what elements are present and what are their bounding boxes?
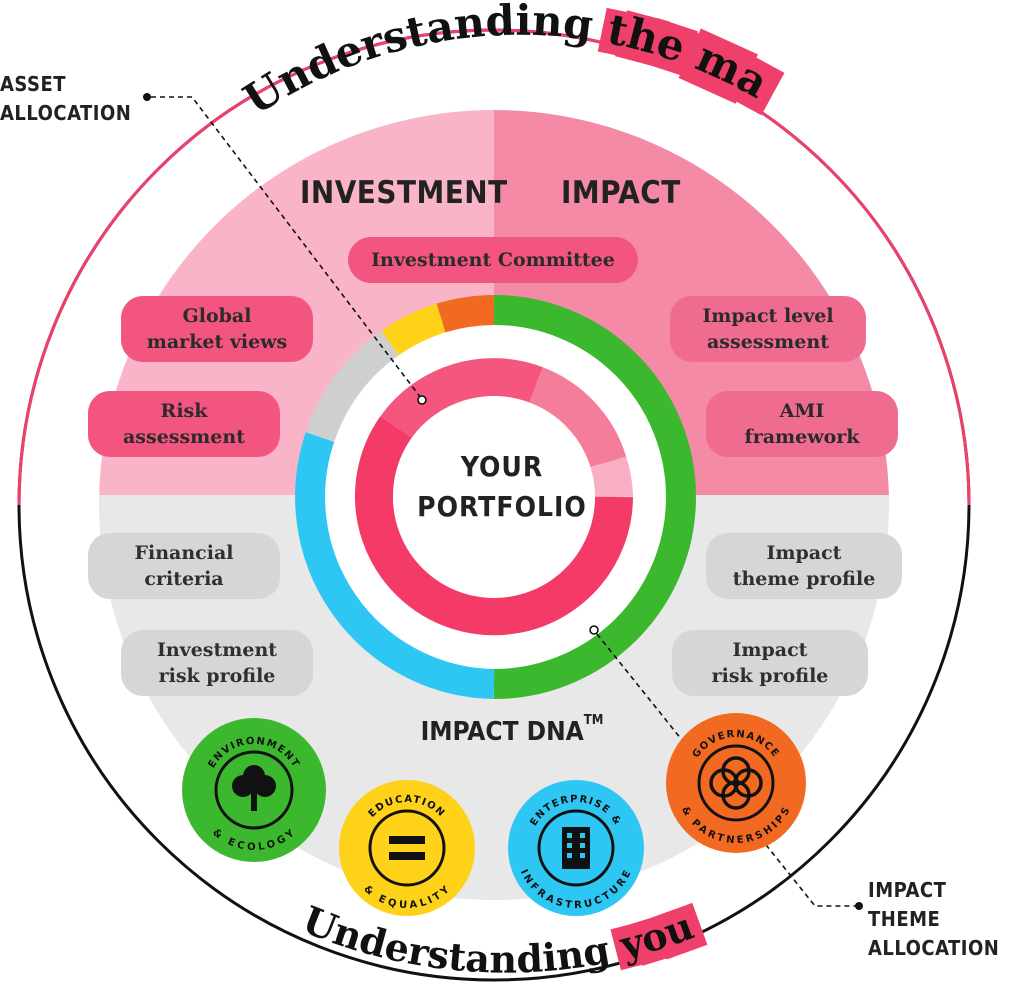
section-investment: INVESTMENT <box>300 175 508 211</box>
trademark-mark: TM <box>583 713 604 728</box>
impact-theme-allocation-label: IMPACT THEME ALLOCATION <box>868 878 1000 960</box>
badge-environment: ENVIRONMENT & ECOLOGY <box>182 718 326 862</box>
asset-allocation-label: ASSET ALLOCATION <box>0 72 132 125</box>
financial-criteria-pill: Financial criteria <box>88 533 280 599</box>
badge-education: EDUCATION & EQUALITY <box>339 780 475 916</box>
title-top-highlight <box>718 49 785 116</box>
impact-callout-end <box>589 625 599 635</box>
section-impact: IMPACT <box>561 175 681 211</box>
portfolio-label: YOUR PORTFOLIO <box>417 450 587 523</box>
impact-risk-profile-pill: Impact risk profile <box>672 630 868 696</box>
impact-dna-label: IMPACT DNATM <box>420 713 604 747</box>
title-bottom-highlight <box>651 902 708 960</box>
blue-segment <box>295 432 495 699</box>
outer-ring-accent <box>17 28 971 506</box>
green-segment <box>493 295 696 699</box>
portfolio-center <box>393 396 595 598</box>
inner-rose-segment <box>380 358 543 439</box>
orange-segment <box>436 295 495 333</box>
global-market-views-pill: Global market views <box>121 296 313 362</box>
ami-framework-pill: AMI framework <box>706 391 898 457</box>
badge-governance: GOVERNANCE & PARTNERSHIPS <box>666 713 806 853</box>
investment-committee-pill: Investment Committee <box>348 237 638 283</box>
tree-icon <box>232 765 276 811</box>
asset-callout-line <box>151 96 422 399</box>
yellow-segment <box>381 303 446 356</box>
impact-level-assessment-pill: Impact level assessment <box>670 296 866 362</box>
badge-enterprise: ENTERPRISE & INFRASTRUCTURE <box>508 780 644 916</box>
title-bottom: Understanding you <box>297 897 700 982</box>
inner-red-segment <box>355 416 633 636</box>
risk-assessment-pill: Risk assessment <box>88 391 280 457</box>
investment-risk-profile-pill: Investment risk profile <box>121 630 313 696</box>
building-icon <box>562 827 590 869</box>
inner-pink-segment <box>528 367 627 469</box>
asset-callout-dot <box>143 93 151 101</box>
equals-icon <box>389 836 425 860</box>
grey-segment <box>305 330 399 443</box>
asset-callout-end <box>417 395 427 405</box>
impact-callout-dot <box>855 902 863 910</box>
impact-theme-profile-pill: Impact theme profile <box>706 533 902 599</box>
interlocked-rings-icon <box>709 756 763 810</box>
inner-light-segment <box>589 456 633 499</box>
